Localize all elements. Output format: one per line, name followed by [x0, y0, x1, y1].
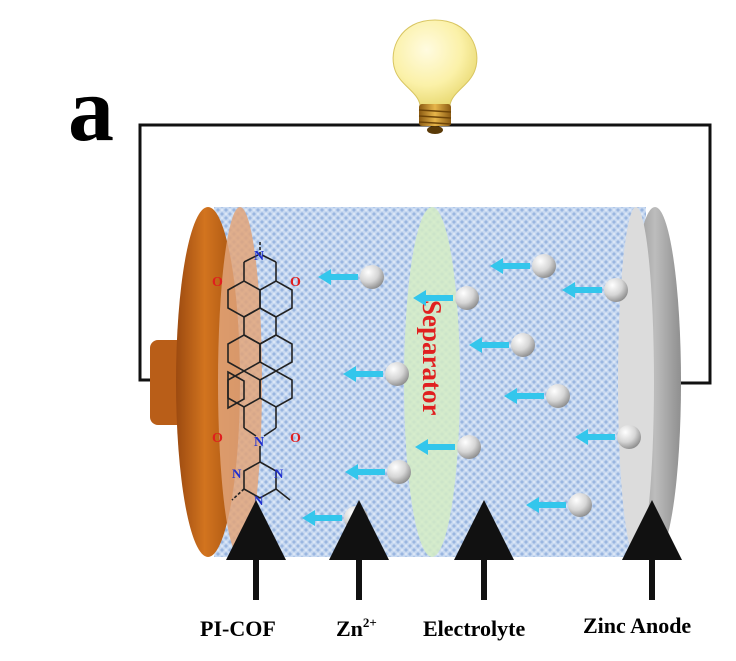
ion-arrow-icon	[526, 497, 566, 513]
zn-ion-sphere-icon	[532, 254, 556, 278]
separator-membrane	[404, 207, 460, 557]
ion-arrow-icon	[504, 388, 544, 404]
atom-o-top-left: O	[212, 275, 223, 290]
label-zn-ion: Zn2+	[336, 615, 377, 641]
atom-n-triazine-left: N	[232, 466, 242, 481]
zn-ion-sphere-icon	[568, 493, 592, 517]
ion-arrow-icon	[575, 429, 615, 445]
ion-arrow-icon	[318, 269, 358, 285]
zn-ion-sphere-icon	[455, 286, 479, 310]
zn-ion-sphere-icon	[511, 333, 535, 357]
ion-arrow-icon	[490, 258, 530, 274]
atom-o-top-right: O	[290, 275, 301, 290]
ion-arrow-icon	[415, 439, 455, 455]
pi-cof-molecule	[227, 242, 293, 501]
zn-ion-sphere-icon	[360, 265, 384, 289]
cathode-cap	[150, 207, 262, 557]
zinc-anode	[618, 207, 681, 557]
zn-ion-sphere-icon	[344, 506, 368, 530]
label-zinc-anode: Zinc Anode	[583, 613, 691, 638]
atom-n-top: N	[254, 249, 264, 264]
zn-ion-sphere-icon	[457, 435, 481, 459]
ion-arrow-icon	[413, 290, 453, 306]
zn-ion-sphere-icon	[546, 384, 570, 408]
ion-arrow-icon	[345, 464, 385, 480]
zn-ion-sphere-icon	[387, 460, 411, 484]
atom-o-bottom-left: O	[212, 431, 223, 446]
panel-letter: a	[68, 58, 114, 160]
label-electrolyte: Electrolyte	[423, 616, 525, 641]
zn-ion-sphere-icon	[385, 362, 409, 386]
atom-n-bottom: N	[254, 435, 264, 450]
label-pointer-arrows	[226, 500, 682, 600]
zn-ion-sphere-icon	[604, 278, 628, 302]
separator-label: Separator	[417, 300, 447, 415]
atom-n-triazine-right: N	[274, 466, 284, 481]
atom-n-triazine-bottom: N	[254, 493, 264, 508]
label-pi-cof: PI-COF	[200, 616, 276, 641]
light-bulb-icon	[392, 19, 478, 134]
ion-arrow-icon	[562, 282, 602, 298]
zn-ion-sphere-icon	[617, 425, 641, 449]
atom-o-bottom-right: O	[290, 431, 301, 446]
ion-arrow-icon	[469, 337, 509, 353]
ion-arrow-icon	[343, 366, 383, 382]
